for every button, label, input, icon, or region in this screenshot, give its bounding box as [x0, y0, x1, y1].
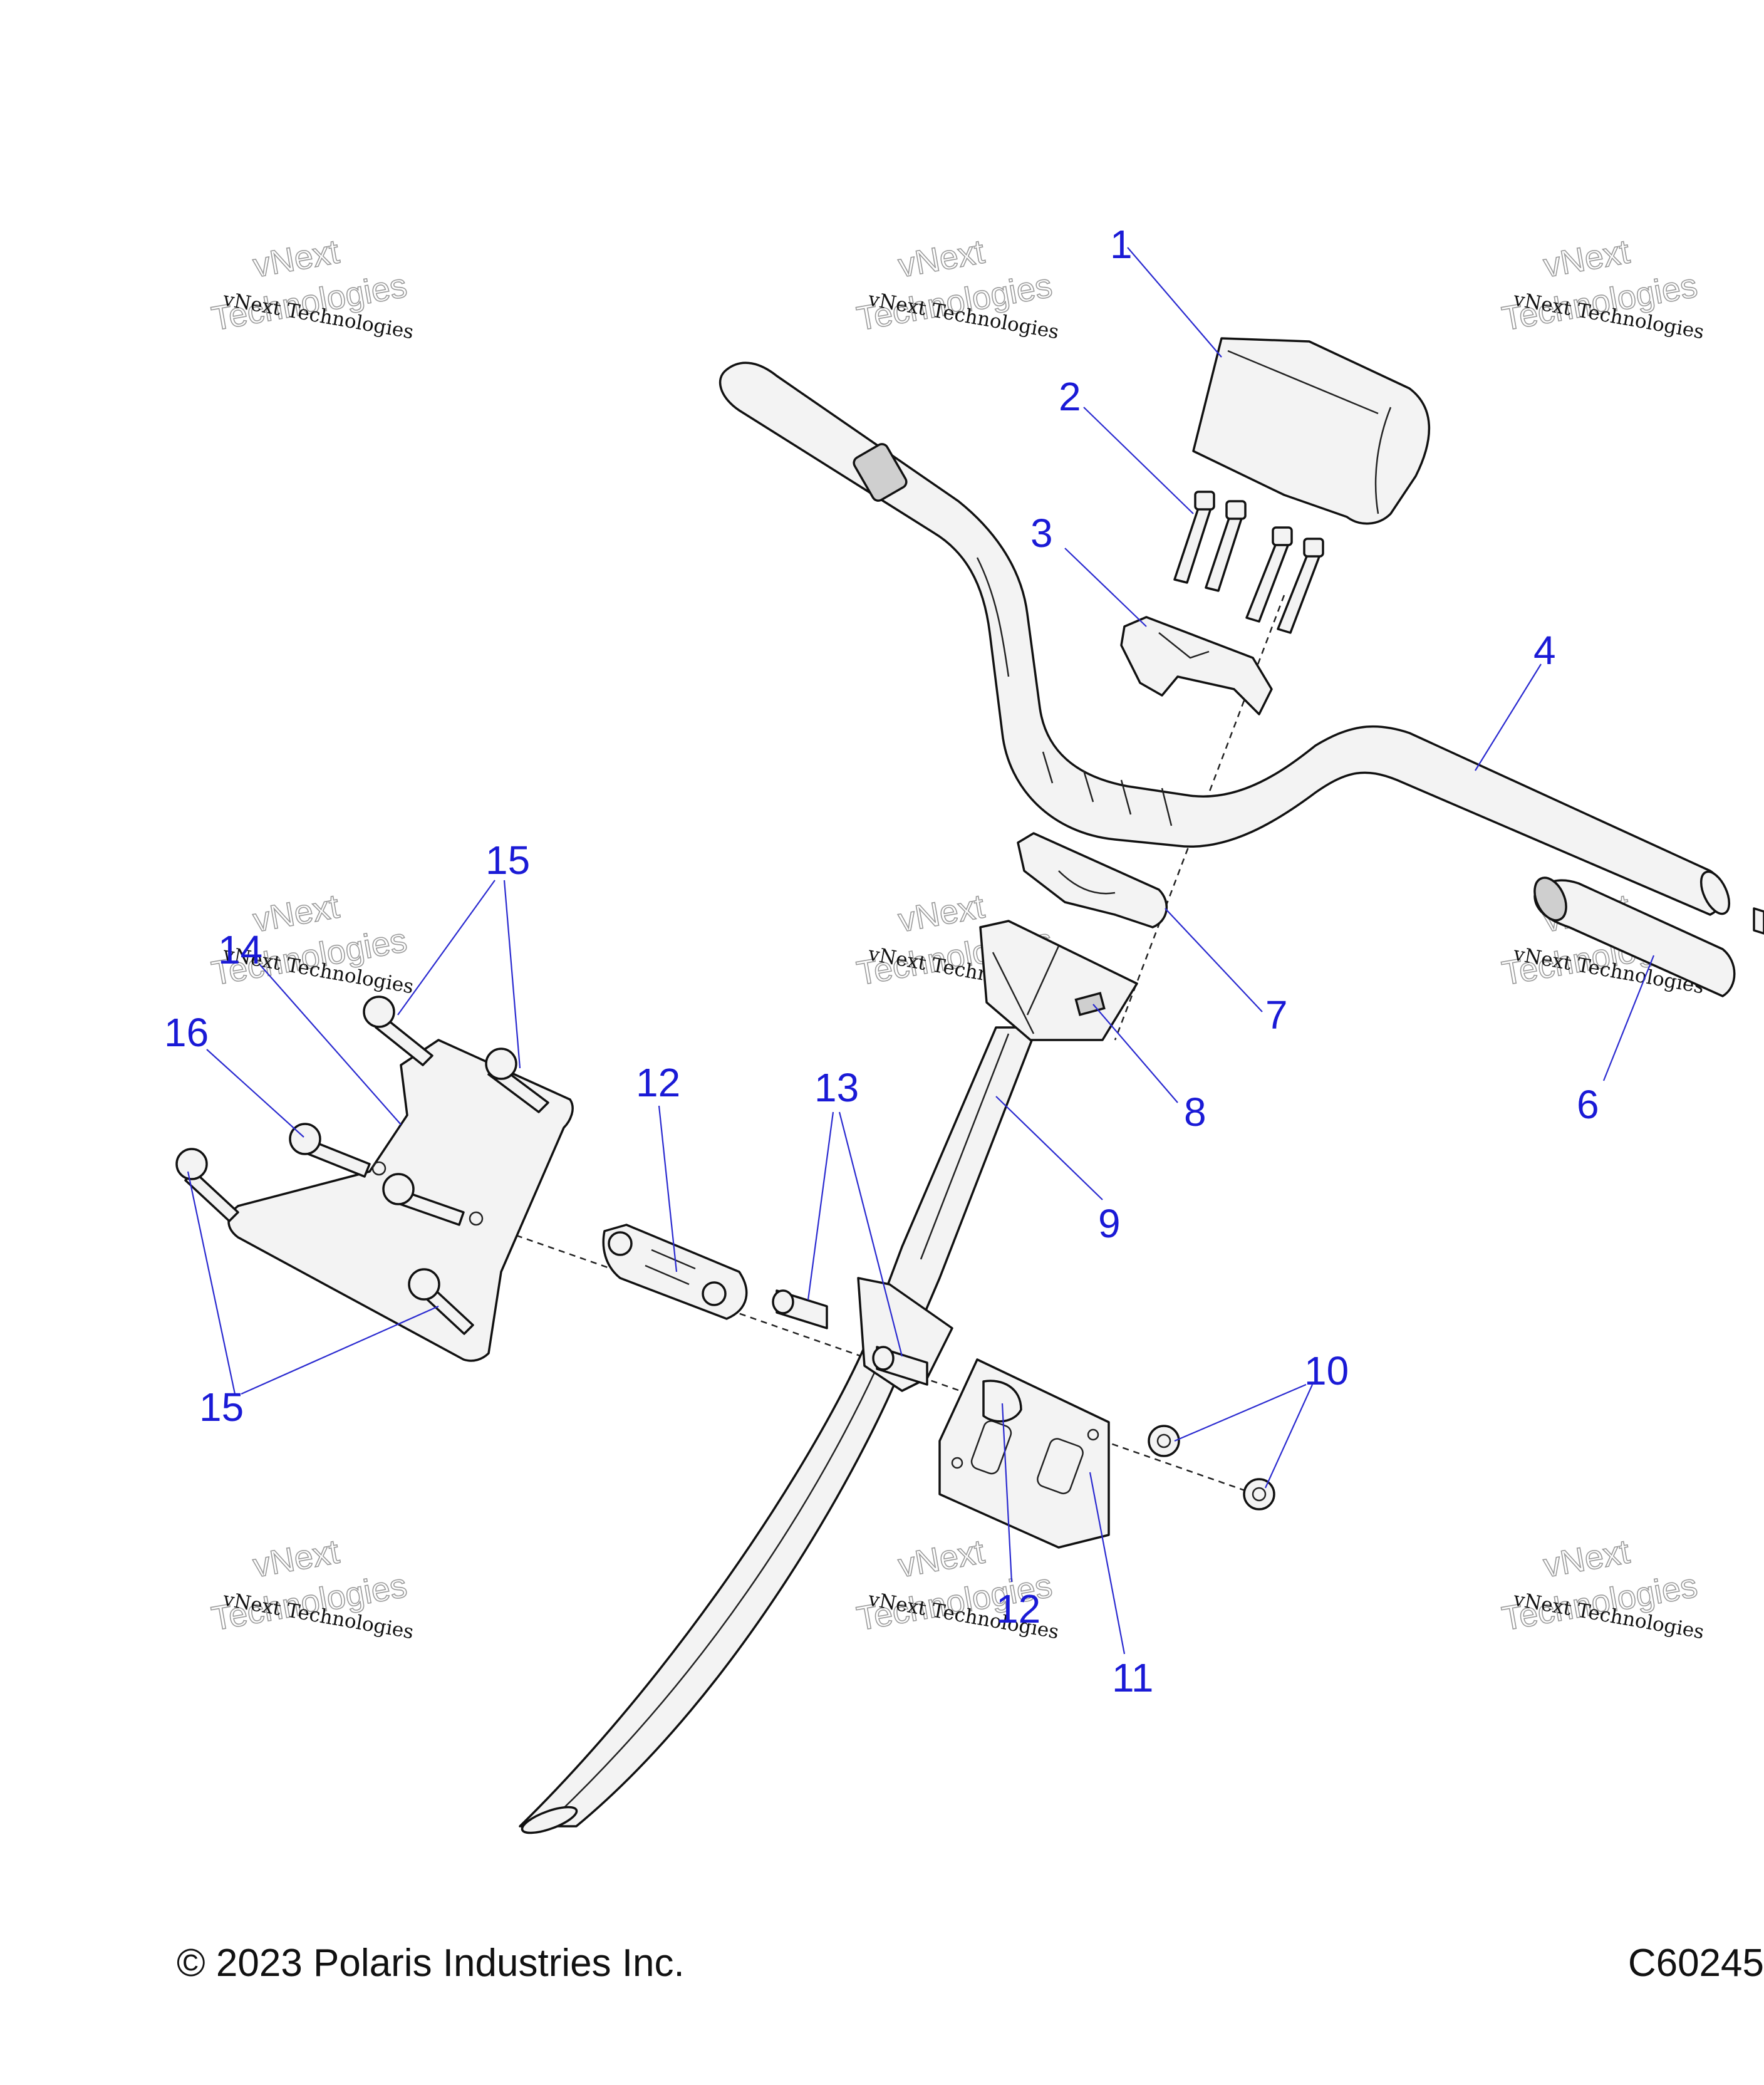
- callout-4: 4: [1533, 628, 1556, 673]
- leader-10a: [1174, 1383, 1307, 1442]
- svg-text:vNext: vNext: [251, 888, 342, 940]
- svg-text:vNext: vNext: [896, 233, 987, 285]
- watermark-top-center: vNext Technologies vNext Technologies: [853, 232, 1061, 344]
- callout-3: 3: [1030, 511, 1053, 556]
- callout-7: 7: [1265, 992, 1288, 1037]
- plate-bolt-3-16: [289, 1123, 371, 1178]
- leader-15a: [397, 880, 495, 1016]
- spacer-left: [772, 1289, 828, 1329]
- watermark-bottom-left: vNext Technologies vNext Technologies: [208, 1532, 415, 1644]
- steering-post: [519, 1026, 1038, 1834]
- cap-screw-2: [1205, 500, 1247, 592]
- svg-text:vNext: vNext: [896, 1533, 987, 1585]
- callout-12-upper: 12: [636, 1060, 680, 1105]
- spacer-bracket-boss: [982, 1380, 1022, 1423]
- flange-nut-1: [1148, 1425, 1180, 1457]
- handlebar-cover: [1192, 337, 1431, 525]
- flange-nut-2: [1243, 1478, 1275, 1510]
- upper-clamp: [1120, 616, 1273, 715]
- watermark-top-right: vNext Technologies vNext Technologies: [1498, 232, 1706, 344]
- cap-screw-4: [1277, 538, 1324, 634]
- leader-14: [259, 964, 402, 1125]
- callout-15-bottom: 15: [199, 1385, 244, 1430]
- watermark-bottom-right: vNext Technologies vNext Technologies: [1498, 1532, 1706, 1644]
- leader-2: [1083, 407, 1194, 514]
- leader-12b: [1001, 1403, 1013, 1583]
- svg-text:vNext: vNext: [251, 233, 342, 285]
- plate-bolt-5: [175, 1148, 239, 1222]
- leader-11: [1089, 1472, 1126, 1655]
- handlebar: [719, 361, 1731, 916]
- callout-16: 16: [164, 1010, 209, 1055]
- leader-15d: [241, 1305, 439, 1395]
- leader-15c: [187, 1171, 236, 1395]
- callout-12-lower: 12: [996, 1586, 1040, 1631]
- callout-14: 14: [218, 927, 262, 972]
- leader-3: [1064, 548, 1147, 627]
- plate-bolt-4: [382, 1173, 465, 1226]
- leader-12a: [658, 1105, 678, 1272]
- copyright-notice: © 2023 Polaris Industries Inc.: [177, 1942, 685, 1985]
- lower-clamp: [602, 1224, 748, 1320]
- leader-9: [995, 1096, 1103, 1200]
- cap-screw-3: [1245, 526, 1293, 623]
- leader-4: [1475, 663, 1542, 771]
- spacer-right: [872, 1346, 928, 1386]
- callout-6: 6: [1577, 1082, 1599, 1127]
- cap-screw-1: [1173, 491, 1215, 584]
- leader-13b: [838, 1111, 903, 1357]
- leader-6: [1602, 955, 1655, 1081]
- leader-7: [1165, 908, 1263, 1012]
- leader-13a: [807, 1111, 834, 1301]
- leader-15b: [503, 880, 521, 1069]
- leader-1: [1127, 247, 1222, 358]
- callout-13: 13: [814, 1065, 859, 1110]
- callout-15-top: 15: [485, 838, 530, 883]
- plate-bolt-2: [485, 1048, 549, 1113]
- callout-1: 1: [1110, 222, 1133, 267]
- leader-16: [206, 1049, 304, 1138]
- callout-8: 8: [1184, 1089, 1206, 1135]
- stem-bracket: [979, 920, 1138, 1041]
- svg-text:vNext: vNext: [1541, 233, 1632, 285]
- figure-code: C60245: [1627, 1942, 1764, 1985]
- grip-end-cap: [1753, 907, 1764, 935]
- callout-2: 2: [1059, 374, 1081, 419]
- callout-10: 10: [1304, 1348, 1349, 1393]
- plate-bolt-6: [408, 1268, 474, 1335]
- grip: [1533, 876, 1736, 997]
- svg-text:vNext: vNext: [1541, 1533, 1632, 1585]
- watermark-top-left: vNext Technologies vNext Technologies: [208, 232, 415, 344]
- callout-11: 11: [1112, 1655, 1153, 1700]
- riser-block: [1017, 832, 1168, 928]
- leader-8: [1092, 1004, 1178, 1103]
- svg-text:vNext: vNext: [251, 1533, 342, 1585]
- leader-10b: [1264, 1384, 1314, 1489]
- plate-bolt-1: [363, 996, 433, 1066]
- svg-text:vNext: vNext: [896, 888, 987, 940]
- callout-9: 9: [1098, 1201, 1121, 1246]
